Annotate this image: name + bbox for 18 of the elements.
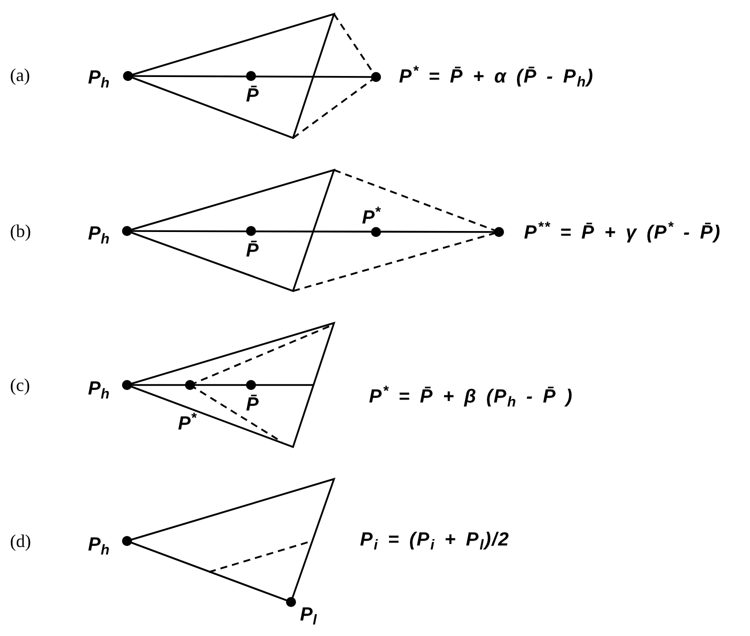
- point-label: P$_{h}$: [88, 536, 110, 554]
- point-label: P̄: [246, 242, 259, 260]
- point-label: P$_{h}$: [88, 224, 110, 244]
- panel-label: (a): [10, 66, 30, 84]
- point-label: P$_{l}$: [300, 606, 317, 624]
- panel-label: (d): [10, 532, 31, 550]
- point-label: P$_{h}$: [88, 380, 110, 398]
- panel-label: (b): [10, 222, 31, 240]
- point-label: P$_{h}$: [88, 68, 110, 88]
- point-label: P$^{*}$: [362, 208, 380, 228]
- formula: P$^{**}$ = P̄ + γ (P$^{*}$ - P̄): [524, 224, 722, 242]
- point-label: P$^{*}$: [178, 414, 196, 434]
- point-label: P̄: [246, 86, 259, 106]
- panel-label: (c): [10, 376, 30, 394]
- point-label: P̄: [246, 396, 259, 414]
- formula: P$^{*}$ = P̄ + β (P$_{h}$ - P̄ ): [369, 388, 574, 406]
- formula: P$^{*}$ = P̄ + α (P̄ - P$_{h}$): [399, 68, 594, 86]
- formula: P$_{i}$ = (P$_{i}$ + P$_{l}$)/2: [360, 530, 510, 550]
